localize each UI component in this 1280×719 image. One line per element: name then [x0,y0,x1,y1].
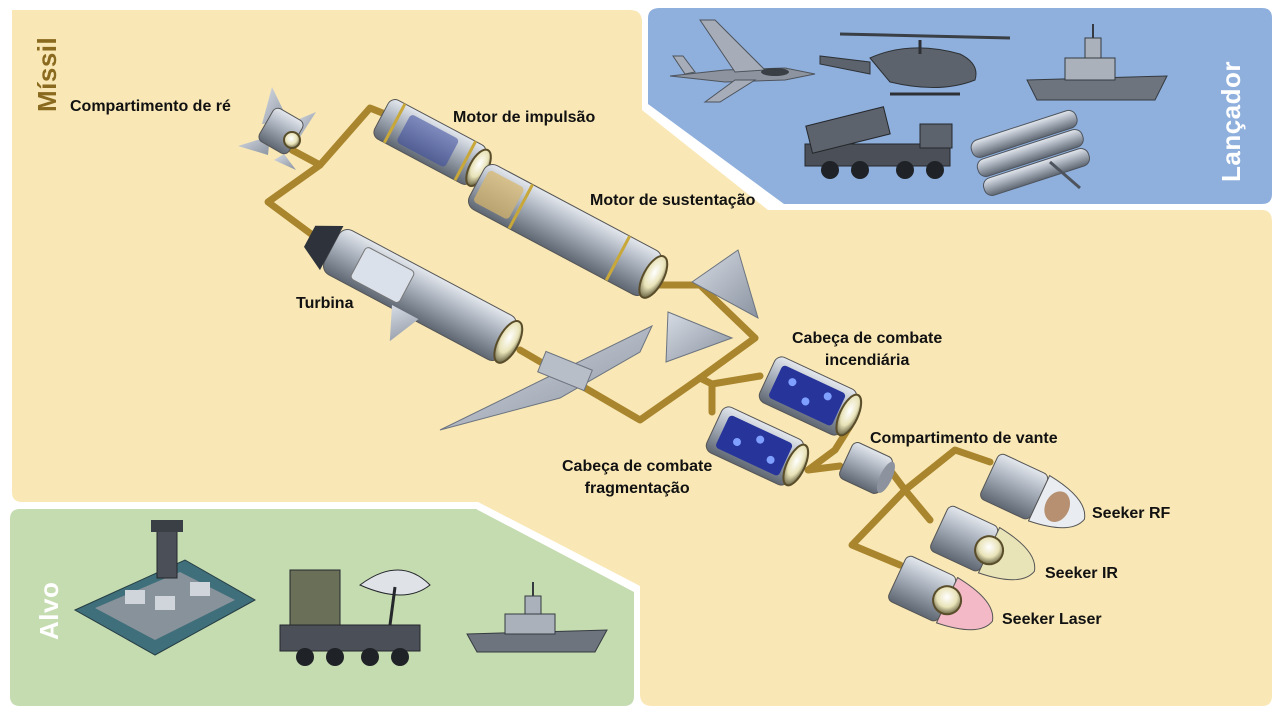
aft-compartment-illustration [238,87,316,170]
forward-compartment-illustration [839,442,895,494]
incendiary-warhead-illustration [758,356,863,437]
lancador-panel-title: Lançador [1216,60,1246,182]
connector-re [264,146,334,252]
label-seeker-rf: Seeker RF [1092,505,1171,522]
lancador-panel [648,8,1272,204]
sustainer-motor-illustration [467,164,669,299]
label-cabeca-incendiaria: Cabeça de combate incendiária [792,328,942,372]
label-compartimento-vante: Compartimento de vante [870,430,1058,447]
label-cabeca-fragmentacao-line2: fragmentação [584,480,690,497]
turbine-illustration [303,225,524,364]
seeker-laser-illustration [888,555,994,631]
missile-pod-launcher-icon [970,109,1090,196]
label-compartimento-re: Compartimento de ré [70,98,231,115]
connector-seeker-ir [901,486,934,524]
label-cabeca-incendiaria-line2: incendiária [824,352,910,369]
helicopter-icon [819,32,1011,96]
warship-launcher-icon [1026,24,1168,101]
label-motor-sustentacao: Motor de sustentação [590,192,756,209]
fragmentation-warhead-illustration [705,406,810,487]
missil-panel-title: Míssil [32,36,62,112]
fortified-base-icon [73,520,257,656]
boost-motor-illustration [373,99,492,187]
connector-incendiaria [804,422,854,474]
connector-tree [264,104,994,569]
seeker-rf-illustration [980,453,1086,529]
label-motor-impulsao: Motor de impulsão [453,109,596,126]
label-cabeca-fragmentacao-line1: Cabeça de combate [562,458,713,475]
wing-illustration [439,324,654,431]
tail-fins-illustration [665,249,759,363]
label-turbina: Turbina [296,295,354,312]
warship-target-icon [466,582,608,653]
connector-seeker-laser [848,486,909,569]
label-cabeca-incendiaria-line1: Cabeça de combate [792,330,943,347]
rocket-launcher-truck-icon [804,106,953,179]
label-cabeca-fragmentacao: Cabeça de combate fragmentação [562,456,712,500]
connector-vante [886,446,994,494]
label-seeker-laser: Seeker Laser [1002,611,1102,628]
label-seeker-ir: Seeker IR [1045,565,1118,582]
seeker-ir-illustration [930,505,1036,581]
alvo-panel-title: Alvo [34,581,64,640]
fighter-jet-icon [669,19,816,103]
radar-truck-icon [279,569,431,666]
